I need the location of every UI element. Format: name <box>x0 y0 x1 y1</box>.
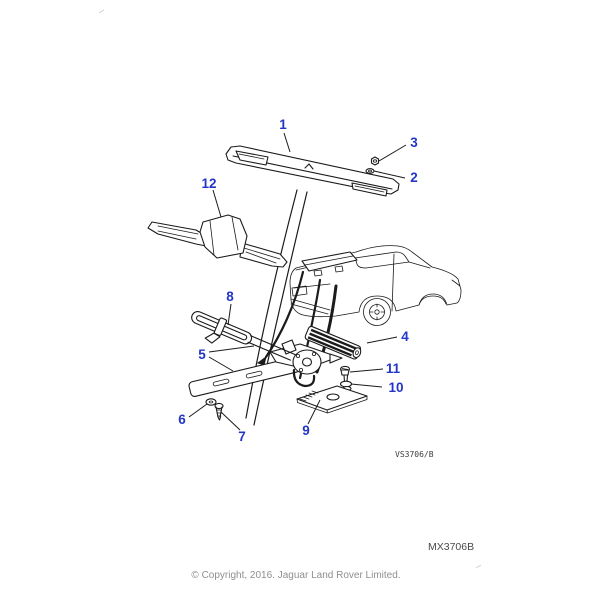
scan-artifact <box>98 9 105 14</box>
part-4-finisher-drawing <box>304 325 362 360</box>
callout-9[interactable]: 9 <box>302 423 310 438</box>
callout-4-leader <box>366 336 398 344</box>
callout-10[interactable]: 10 <box>388 380 403 395</box>
callout-11-leader <box>349 368 384 373</box>
scan-artifact <box>475 564 482 569</box>
callout-5[interactable]: 5 <box>198 347 206 362</box>
callout-11[interactable]: 11 <box>386 361 401 376</box>
part-3-nut-drawing <box>370 156 380 166</box>
callout-2-leader <box>373 170 406 179</box>
callout-1[interactable]: 1 <box>279 117 287 132</box>
curve-arrowhead <box>256 355 267 366</box>
callout-leaders <box>188 132 407 431</box>
callout-3-leader <box>378 144 407 162</box>
callout-4[interactable]: 4 <box>401 329 409 344</box>
callout-7[interactable]: 7 <box>238 429 246 444</box>
callout-2[interactable]: 2 <box>410 170 418 185</box>
callout-6-leader <box>188 403 208 418</box>
callout-5-leader <box>208 345 255 372</box>
figure-code: MX3706B <box>428 541 474 553</box>
callout-8[interactable]: 8 <box>226 289 234 304</box>
callout-7-leader <box>220 411 241 431</box>
part-12-bracket-drawing <box>147 214 288 268</box>
callout-1-leader <box>283 132 291 153</box>
callout-6[interactable]: 6 <box>178 412 186 427</box>
callout-numbers: 1 2 3 4 5 6 7 8 9 10 11 12 <box>178 117 418 444</box>
part-8-stay-drawing <box>191 311 296 361</box>
drawing-code: VS3706/B <box>395 450 434 459</box>
part-9-plate-drawing <box>296 385 368 414</box>
callout-8-leader <box>227 303 232 326</box>
callout-10-leader <box>350 383 383 388</box>
copyright-text: © Copyright, 2016. Jaguar Land Rover Lim… <box>191 570 400 581</box>
callout-3[interactable]: 3 <box>410 135 418 150</box>
callout-9-leader <box>307 399 321 425</box>
callout-12[interactable]: 12 <box>201 176 216 191</box>
vehicle-illustration <box>289 245 462 326</box>
part-11-screw-drawing <box>339 365 351 383</box>
part-5-bar-drawing <box>188 339 343 398</box>
callout-12-leader <box>212 189 222 218</box>
part-7-screw-drawing <box>214 402 224 421</box>
mounted-spoiler <box>301 251 358 272</box>
part-1-spoiler-drawing <box>225 145 400 197</box>
part-6-washer-drawing <box>205 398 217 406</box>
part-2-washer-drawing <box>365 168 375 174</box>
